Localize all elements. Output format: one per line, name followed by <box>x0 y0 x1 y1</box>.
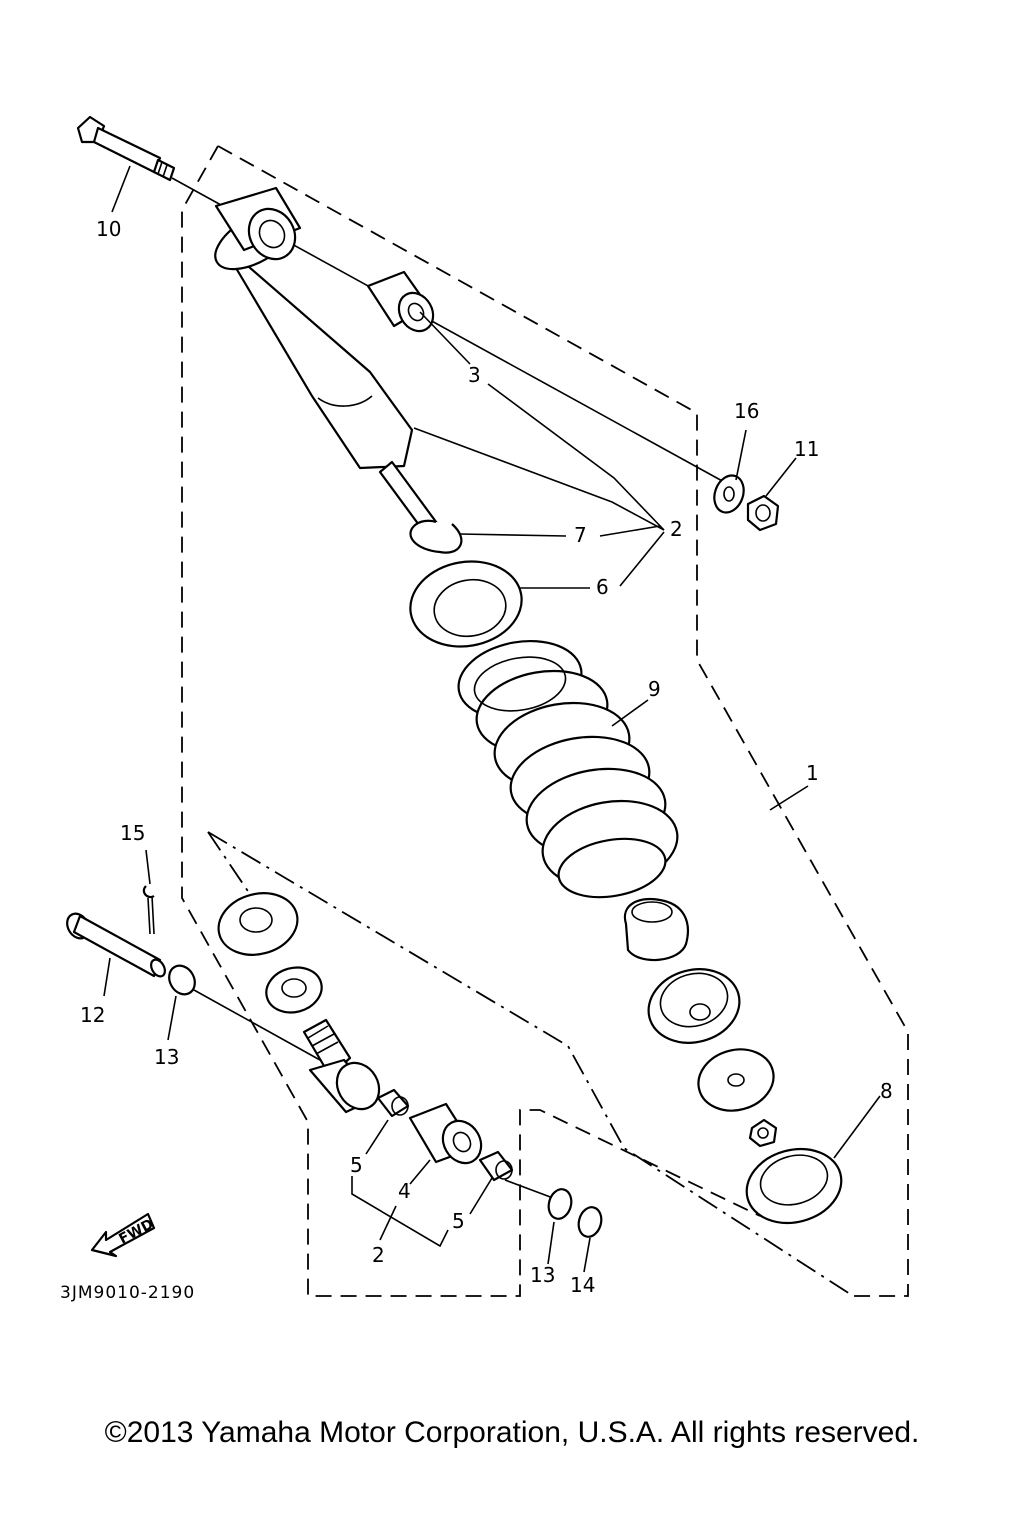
rubber-grommet-lower <box>265 966 323 1014</box>
washer-part-13-bottom <box>547 1188 573 1220</box>
assembly-boundary-left <box>181 145 761 1297</box>
bolt-part-10 <box>76 115 176 182</box>
washer-part-14 <box>577 1206 603 1238</box>
callout-10: 10 <box>96 217 121 241</box>
exploded-view-svg: FWD 10 3 16 11 2 7 6 9 1 15 12 13 8 5 4 … <box>60 115 909 1303</box>
washer-part-13-left <box>168 964 196 996</box>
washer-part-16 <box>713 474 745 514</box>
washer-hole <box>723 486 735 502</box>
cotter-pin-part-15 <box>142 885 155 935</box>
collar-part-5-right <box>478 1150 514 1182</box>
assembly-boundary <box>217 145 909 1297</box>
callout-6: 6 <box>596 575 609 599</box>
bushing-part-4 <box>408 1102 483 1165</box>
lock-nut <box>748 1118 778 1148</box>
bump-stop <box>623 897 690 962</box>
callout-7: 7 <box>574 523 587 547</box>
callout-13-bottom: 13 <box>530 1263 555 1287</box>
axis-line-bottom <box>504 1179 554 1199</box>
callout-13-left: 13 <box>154 1045 179 1069</box>
rubber-grommet-upper <box>217 892 299 956</box>
callout-1: 1 <box>806 761 819 785</box>
part-code: 3JM9010-2190 <box>60 1283 195 1303</box>
callout-2-top: 2 <box>670 517 683 541</box>
fwd-arrow-icon: FWD <box>90 1212 156 1258</box>
plate-washer <box>697 1048 775 1112</box>
callout-leaders <box>103 165 881 1273</box>
dashdot-leader <box>207 831 851 1295</box>
nut-part-11 <box>746 494 780 532</box>
shock-absorber-body <box>214 186 444 542</box>
lower-eye-fitting <box>302 1018 381 1114</box>
callout-16: 16 <box>734 399 759 423</box>
callout-11: 11 <box>794 437 819 461</box>
callout-15: 15 <box>120 821 145 845</box>
collar-part-5-left <box>376 1088 410 1118</box>
circlip-part-7 <box>409 519 463 554</box>
pin-part-12 <box>66 912 166 978</box>
spring-part-9 <box>457 639 679 899</box>
callout-2-bottom: 2 <box>372 1243 385 1267</box>
callout-8: 8 <box>880 1079 893 1103</box>
callout-12: 12 <box>80 1003 105 1027</box>
lower-seat-part-8 <box>745 1147 843 1225</box>
copyright-notice: ©2013 Yamaha Motor Corporation, U.S.A. A… <box>104 1416 920 1449</box>
callout-4: 4 <box>398 1179 411 1203</box>
axis-line-lower <box>175 979 321 1061</box>
callout-14: 14 <box>570 1273 595 1297</box>
callout-5-right: 5 <box>452 1209 465 1233</box>
callout-3: 3 <box>468 363 481 387</box>
spring-cup <box>647 968 741 1044</box>
bushing-part-3 <box>366 270 435 333</box>
callout-5-left: 5 <box>350 1153 363 1177</box>
callout-9: 9 <box>648 677 661 701</box>
spring-seat-part-6 <box>409 560 523 648</box>
